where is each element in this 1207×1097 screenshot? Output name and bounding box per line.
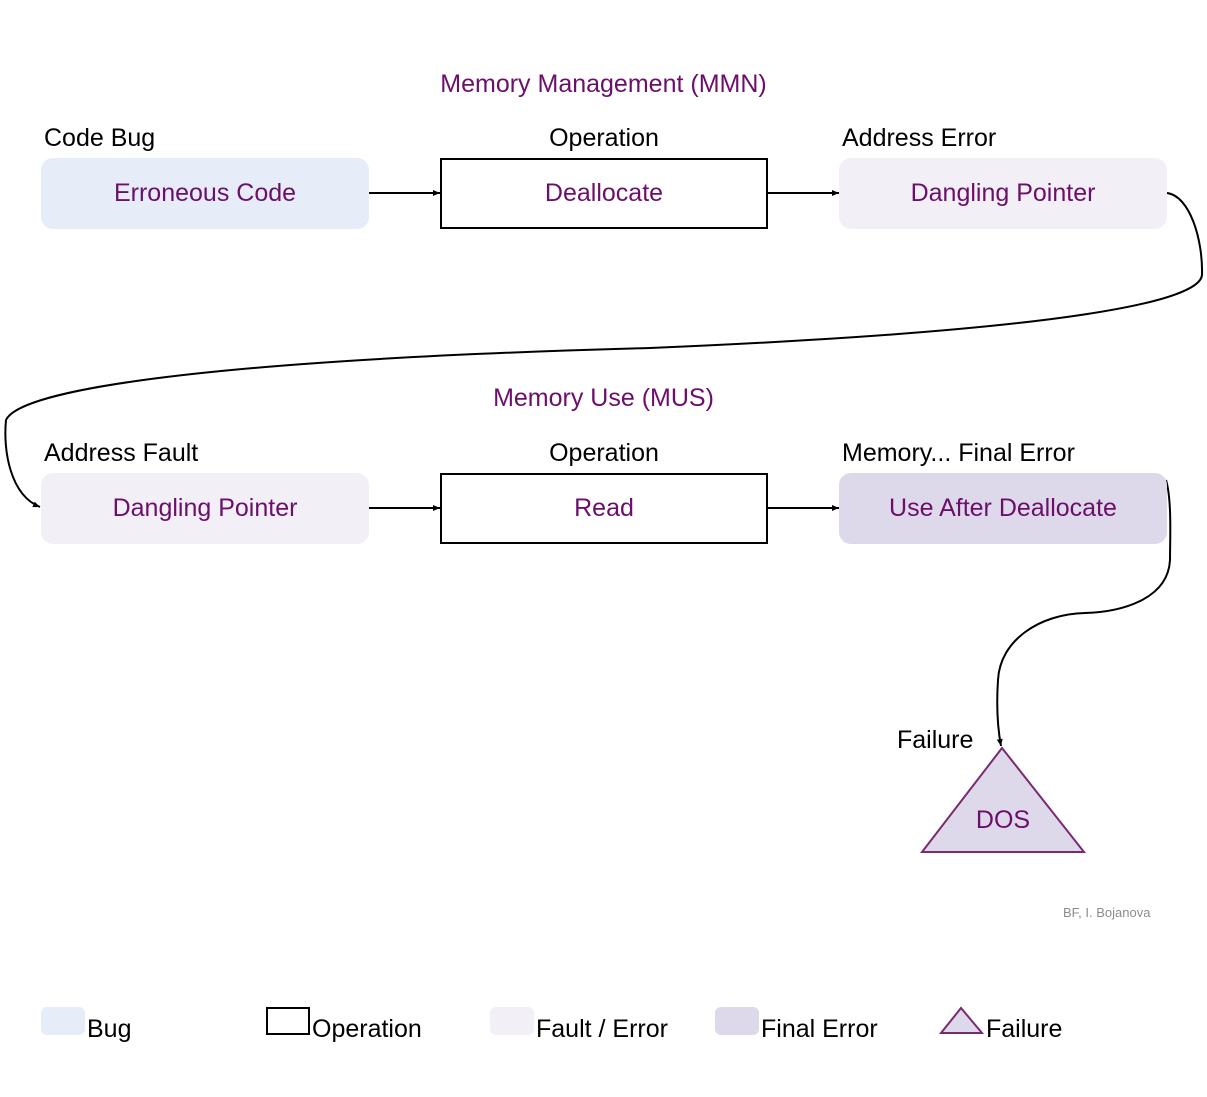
arrow-final-error-to-failure bbox=[996, 479, 1172, 747]
legend-swatch-bug bbox=[41, 1007, 85, 1035]
legend-swatch-operation bbox=[266, 1007, 310, 1035]
legend-swatch-failure-triangle bbox=[939, 1006, 985, 1034]
section-title-mmn: Memory Management (MMN) bbox=[440, 70, 767, 98]
node-read-text: Read bbox=[574, 494, 634, 522]
node-erroneous-code[interactable]: Erroneous Code bbox=[41, 158, 369, 229]
legend-label-bug: Bug bbox=[87, 1015, 132, 1043]
category-label-address-error: Address Error bbox=[842, 124, 997, 152]
section-title-mus: Memory Use (MUS) bbox=[493, 384, 714, 412]
node-read[interactable]: Read bbox=[440, 473, 768, 544]
category-label-failure: Failure bbox=[897, 726, 974, 754]
node-deallocate[interactable]: Deallocate bbox=[440, 158, 768, 229]
category-label-operation-2: Operation bbox=[549, 439, 659, 467]
node-deallocate-text: Deallocate bbox=[544, 179, 664, 207]
legend-swatch-fault-error bbox=[490, 1007, 534, 1035]
legend-swatch-final-error bbox=[715, 1007, 759, 1035]
category-label-operation-1: Operation bbox=[549, 124, 659, 152]
node-use-after-deallocate[interactable]: Use After Deallocate bbox=[839, 473, 1167, 544]
node-dangling-pointer-error-text: Dangling Pointer bbox=[910, 179, 1096, 207]
node-dangling-pointer-error[interactable]: Dangling Pointer bbox=[839, 158, 1167, 229]
node-erroneous-code-text: Erroneous Code bbox=[113, 179, 297, 207]
failure-triangle bbox=[919, 746, 1087, 853]
node-dangling-pointer-fault-text: Dangling Pointer bbox=[112, 494, 298, 522]
node-dangling-pointer-fault[interactable]: Dangling Pointer bbox=[41, 473, 369, 544]
legend-label-failure: Failure bbox=[986, 1015, 1063, 1043]
credit-text: BF, I. Bojanova bbox=[1063, 905, 1151, 920]
legend-label-fault-error: Fault / Error bbox=[536, 1015, 668, 1043]
node-use-after-deallocate-text: Use After Deallocate bbox=[889, 494, 1117, 522]
category-label-final-error: Memory... Final Error bbox=[842, 439, 1075, 467]
arrow-mmn-to-mus bbox=[4, 192, 1204, 508]
category-label-address-fault: Address Fault bbox=[44, 439, 199, 467]
legend-label-operation: Operation bbox=[312, 1015, 422, 1043]
category-label-code-bug: Code Bug bbox=[44, 124, 156, 152]
legend: Bug Operation Fault / Error Final Error … bbox=[0, 1000, 1207, 1060]
legend-label-final-error: Final Error bbox=[761, 1015, 878, 1043]
failure-dos-text: DOS bbox=[975, 806, 1031, 834]
